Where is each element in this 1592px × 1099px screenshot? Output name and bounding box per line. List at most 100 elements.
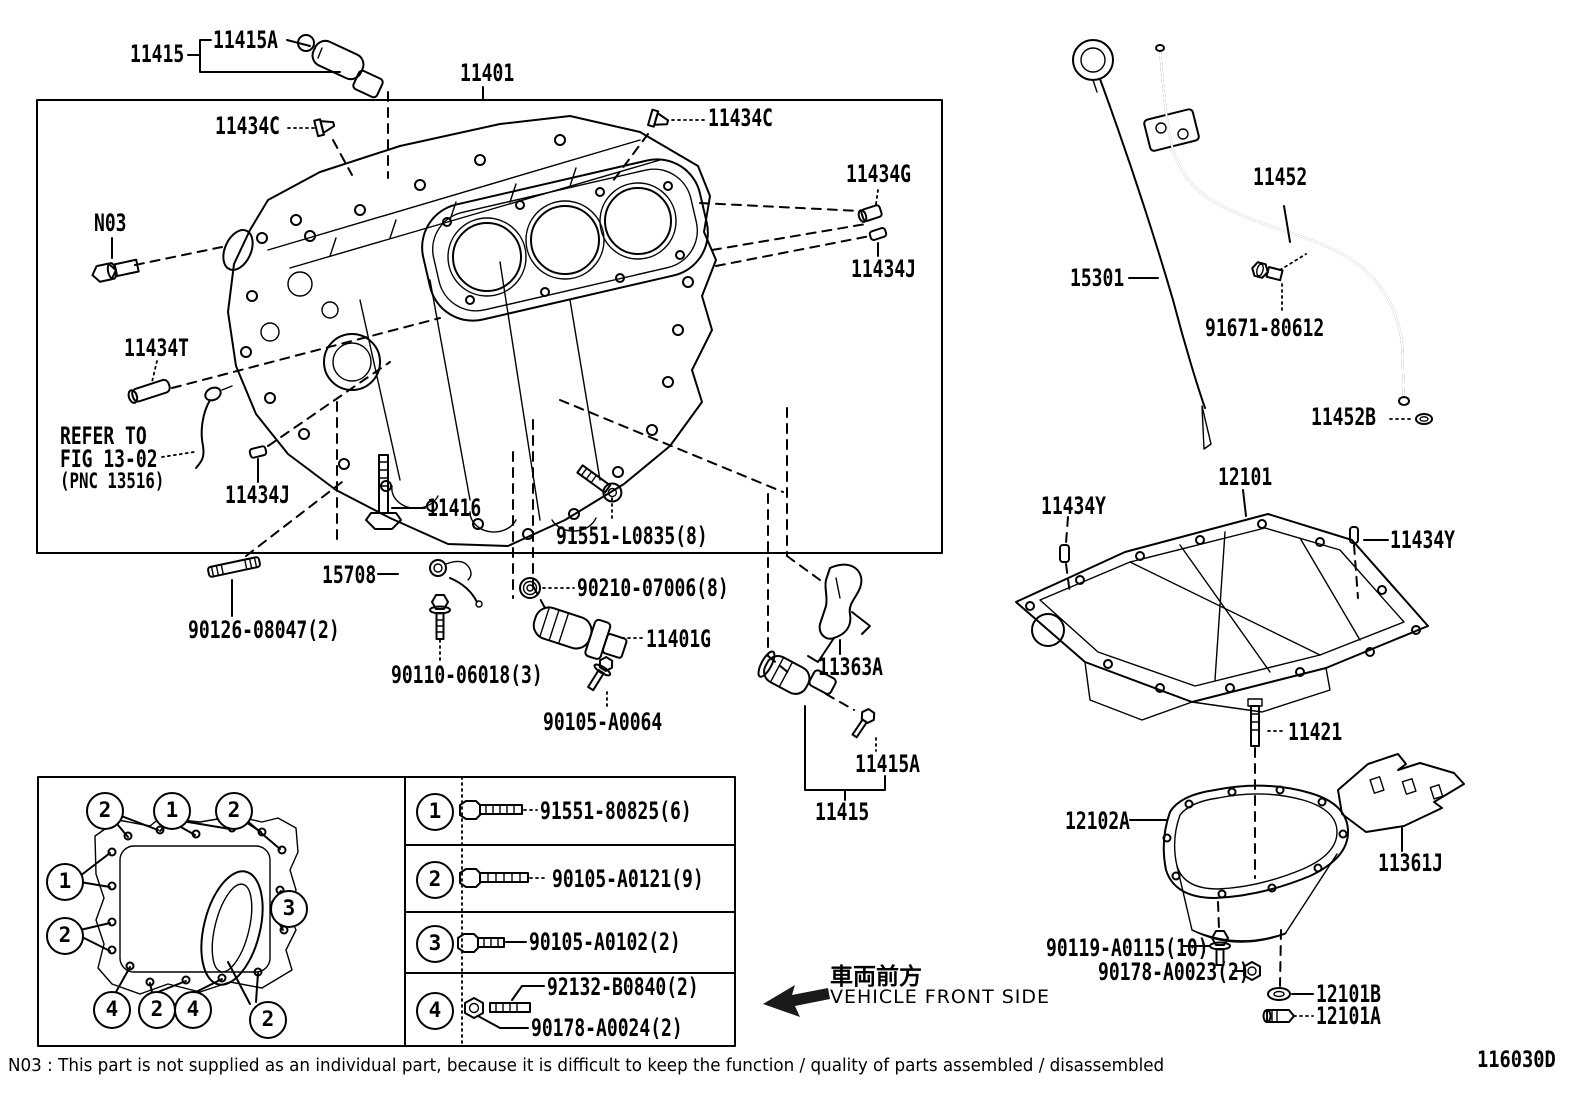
plug-11434G-icon <box>857 204 883 223</box>
part-label-11401: 11401 <box>460 59 515 87</box>
part-label-90105-A0064: 90105-A0064 <box>543 708 663 736</box>
part-label-11421: 11421 <box>1288 718 1343 746</box>
part-label-12101B: 12101B <box>1316 980 1382 1008</box>
drain-plug-12101A-icon <box>1262 1009 1295 1023</box>
part-label-90119: 90119-A0115(10) <box>1046 934 1209 962</box>
part-label-90178-A0023: 90178-A0023(2) <box>1098 958 1250 986</box>
refer-note-line3: (PNC 13516) <box>60 469 165 493</box>
screw-plug-11434C-right-icon <box>647 108 670 128</box>
part-label-15708: 15708 <box>322 561 377 589</box>
stud-11421-icon <box>1247 698 1263 747</box>
part-label-11434J-left: 11434J <box>225 481 291 509</box>
part-label-11434Y-right: 11434Y <box>1390 526 1456 554</box>
legend-num-1: 1 <box>416 793 454 831</box>
legend-part-2: 90105-A0121(9) <box>552 865 704 893</box>
part-label-12102A: 12102A <box>1065 807 1131 835</box>
part-label-11415-bottom: 11415 <box>815 798 870 826</box>
oil-squirter-15708-icon <box>429 559 483 608</box>
legend-num-2: 2 <box>416 861 454 899</box>
sensor-11415A-bottom-icon <box>757 650 837 695</box>
legend-num-4: 4 <box>416 992 454 1030</box>
head-gasket-drawing <box>421 158 709 322</box>
stud-90126-icon <box>207 556 261 578</box>
callout-2: 2 <box>46 917 84 955</box>
callout-2: 2 <box>249 1001 287 1039</box>
oil-dipstick-15301-icon <box>1072 39 1212 450</box>
callout-1: 1 <box>153 792 191 830</box>
bolt-11415A-icon <box>851 708 876 739</box>
part-label-N03: N03 <box>94 209 127 237</box>
part-label-11434J-right: 11434J <box>851 255 917 283</box>
pin-11434Y-left-icon <box>1059 544 1070 563</box>
part-label-91551-L0835: 91551-L0835(8) <box>556 522 708 550</box>
vehicle-front-arrow <box>763 985 830 1017</box>
engine-block-frame <box>36 99 943 554</box>
part-label-11415A-bottom: 11415A <box>855 750 921 778</box>
refer-note-line2: FIG 13-02 <box>60 445 158 473</box>
callout-3: 3 <box>270 890 308 928</box>
bolt-11416-icon <box>365 454 402 530</box>
part-label-11434C-left: 11434C <box>215 112 281 140</box>
part-label-11415-top: 11415 <box>130 40 185 68</box>
part-label-90210: 90210-07006(8) <box>577 574 729 602</box>
washer-12101B-icon <box>1267 987 1291 1001</box>
leader-lines <box>111 39 1415 1017</box>
plug-11434J-left-icon <box>248 445 268 459</box>
part-label-15301: 15301 <box>1070 264 1125 292</box>
oil-pan-12101-icon <box>1015 513 1429 721</box>
callout-2: 2 <box>215 792 253 830</box>
nut-90178-icon <box>1243 961 1261 981</box>
legend-part-3: 90105-A0102(2) <box>529 928 681 956</box>
legend-row-icons <box>457 800 549 1029</box>
assembly-dashed-lines <box>134 91 1359 987</box>
part-label-11434G: 11434G <box>846 160 912 188</box>
part-label-11361J: 11361J <box>1378 849 1444 877</box>
part-label-11434Y-left: 11434Y <box>1041 492 1107 520</box>
callout-2: 2 <box>86 792 124 830</box>
dipstick-guide-11452-icon <box>1143 44 1410 406</box>
refer-note-line1: REFER TO <box>60 422 147 450</box>
part-label-90126: 90126-08047(2) <box>188 616 340 644</box>
callout-2: 2 <box>138 991 176 1029</box>
bolt-N03-icon <box>91 258 140 283</box>
part-label-11452B: 11452B <box>1311 403 1377 431</box>
sensor-11415-icon <box>297 34 384 99</box>
legend-num-3: 3 <box>416 925 454 963</box>
part-label-11415A-top: 11415A <box>213 26 279 54</box>
legend-table-frame <box>37 776 736 1047</box>
pin-11434Y-right-icon <box>1349 526 1359 544</box>
cylinder-block-drawing <box>222 115 717 547</box>
footnote-N03: N03 : This part is not supplied as an in… <box>8 1055 1165 1076</box>
crank-sensor-11401G-icon <box>532 606 628 660</box>
oil-pipe-refer-icon <box>195 385 233 469</box>
screw-plug-11434C-left-icon <box>313 118 336 138</box>
part-label-11434C-right: 11434C <box>708 104 774 132</box>
figure-code: 116030D <box>1477 1048 1556 1073</box>
callout-4: 4 <box>174 991 212 1029</box>
legend-part-4b: 90178-A0024(2) <box>531 1014 683 1042</box>
part-label-11416: 11416 <box>427 494 482 522</box>
pin-11434T-icon <box>127 378 171 404</box>
oil-pan-12102A-icon <box>1162 784 1349 943</box>
part-label-11363A: 11363A <box>818 653 884 681</box>
part-label-11452: 11452 <box>1253 163 1308 191</box>
vehicle-front-label-en: VEHICLE FRONT SIDE <box>830 986 1051 1008</box>
callout-1: 1 <box>46 863 84 901</box>
bolt-91551-L0835-icon <box>576 464 623 503</box>
oring-90210-icon <box>519 577 541 599</box>
part-label-91671: 91671-80612 <box>1205 314 1325 342</box>
bolt-90110-icon <box>429 594 451 640</box>
bolt-91671-icon <box>1251 261 1284 282</box>
bracket-11363A-icon <box>807 563 871 663</box>
vehicle-front-label-jp: 車両前方 <box>830 964 922 990</box>
part-label-11434T: 11434T <box>124 334 190 362</box>
legend-part-1: 91551-80825(6) <box>540 797 692 825</box>
part-label-11401G: 11401G <box>646 625 712 653</box>
bolt-90105-A0064-icon <box>587 656 614 692</box>
part-label-12101A: 12101A <box>1316 1002 1382 1030</box>
baffle-plate-11361J-icon <box>1337 753 1465 833</box>
plug-11434J-right-icon <box>868 227 888 241</box>
gasket-11452B-icon <box>1415 413 1433 425</box>
